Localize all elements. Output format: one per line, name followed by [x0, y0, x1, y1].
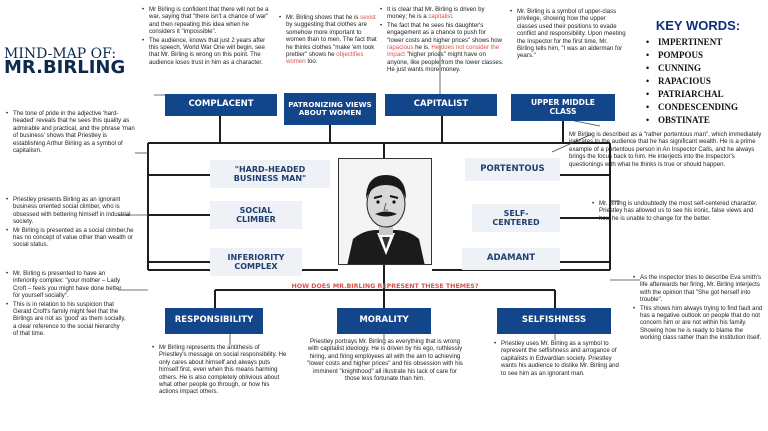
highlight-text: objectifies women — [286, 51, 364, 66]
box-hard-headed: "HARD-HEADED BUSINESS MAN" — [210, 160, 330, 188]
note-item: Mr. Birling shows that he is sexist by s… — [279, 14, 379, 66]
note-adamant: As the inspector tries to describe Eva s… — [633, 274, 763, 343]
box-portentous: PORTENTOUS — [465, 158, 560, 181]
note-item: It is clear that Mr. Birling is driven b… — [380, 6, 504, 21]
note-item: The fact that he sees his daughter's eng… — [380, 22, 504, 74]
box-complacent: COMPLACENT — [165, 94, 277, 116]
box-self-centered: SELF-CENTERED — [472, 204, 560, 232]
box-selfishness: SELFISHNESS — [497, 308, 611, 334]
note-morality: Priestley portrays Mr. Birling as everyt… — [306, 338, 464, 383]
note-inferiority-complex: Mr. Birling is presented to have an infe… — [6, 270, 126, 339]
box-responsibility: RESPONSIBILITY — [165, 308, 263, 334]
note-item: Mr. Birling is a symbol of upper-class p… — [510, 8, 626, 60]
note-item: This is in relation to his suspicion tha… — [6, 301, 126, 338]
box-patronizing-views: PATRONIZING VIEWS ABOUT WOMEN — [284, 93, 376, 125]
key-word: CUNNING — [644, 62, 768, 75]
box-adamant: ADAMANT — [462, 248, 560, 270]
note-text: The fact that he sees his daughter's eng… — [387, 21, 503, 44]
note-item: Priestley presents Birling as an ignoran… — [6, 196, 138, 226]
note-item: Mr Birling represents the antithesis of … — [152, 344, 288, 396]
note-upper-middle-class: Mr. Birling is a symbol of upper-class p… — [510, 8, 626, 61]
note-item: The tone of pride in the adjective 'hard… — [6, 110, 138, 154]
key-word: RAPACIOUS — [644, 75, 768, 88]
note-text: . — [452, 13, 454, 21]
note-item: Mr Birling is presented as a social clim… — [6, 227, 138, 249]
note-item: Mr. Birling is presented to have an infe… — [6, 270, 126, 300]
note-text: he is. — [413, 44, 432, 52]
note-item: The audience, knows that just 2 years af… — [142, 37, 274, 67]
key-word: IMPERTINENT — [644, 36, 768, 49]
box-social-climber: SOCIAL CLIMBER — [210, 201, 302, 229]
note-item: Mr Birling is confident that there will … — [142, 6, 274, 36]
note-responsibility: Mr Birling represents the antithesis of … — [152, 344, 288, 397]
key-word: PATRIARCHAL — [644, 88, 768, 101]
note-item: Priestley uses Mr. Birling as a symbol t… — [494, 340, 624, 377]
portrait-illustration — [338, 158, 432, 265]
note-self-centered: Mr. Birling is undoubtedly the most self… — [592, 200, 762, 223]
note-portentous: Mr Birling is described as a "rather por… — [562, 131, 762, 169]
note-text: Mr. Birling shows that he is — [286, 14, 361, 21]
highlight-text: capitalist — [428, 13, 453, 21]
note-item: Mr. Birling is undoubtedly the most self… — [592, 200, 762, 222]
note-item: As the inspector tries to describe Eva s… — [633, 274, 763, 304]
note-complacent: Mr Birling is confident that there will … — [142, 6, 274, 67]
central-question: HOW DOES MR.BIRLING REPRESENT THESE THEM… — [291, 283, 479, 290]
note-text: by suggesting that clothes are somehow m… — [286, 21, 377, 59]
note-social-climber: Priestley presents Birling as an ignoran… — [6, 196, 138, 250]
key-word: OBSTINATE — [644, 114, 768, 127]
note-selfishness: Priestley uses Mr. Birling as a symbol t… — [494, 340, 624, 378]
note-text: too. — [305, 58, 318, 66]
note-item: Priestley portrays Mr. Birling as everyt… — [307, 338, 463, 383]
highlight-text: sexist — [360, 14, 376, 21]
map-title-line1: MIND-MAP OF: — [4, 46, 117, 62]
box-inferiority-complex: INFERIORITY COMPLEX — [210, 248, 302, 276]
map-title-line2: MR.BIRLING — [4, 57, 126, 78]
box-upper-middle-class: UPPER MIDDLE CLASS — [511, 94, 615, 121]
note-item: Mr Birling is described as a "rather por… — [562, 131, 762, 168]
note-hard-headed: The tone of pride in the adjective 'hard… — [6, 110, 138, 155]
key-word: POMPOUS — [644, 49, 768, 62]
key-words-title: KEY WORDS: — [655, 18, 741, 33]
note-text: "higher prices" might have on anyone, li… — [387, 51, 504, 74]
highlight-text: rapacious — [387, 44, 414, 52]
key-word: CONDESCENDING — [644, 101, 768, 114]
note-capitalist: It is clear that Mr. Birling is driven b… — [380, 6, 504, 75]
note-item: This shows him always trying to find fau… — [633, 305, 763, 342]
highlight-text: He does not consider the impact — [387, 44, 500, 59]
box-capitalist: CAPITALIST — [385, 94, 497, 116]
note-patronizing: Mr. Birling shows that he is sexist by s… — [279, 14, 379, 67]
key-words-list: IMPERTINENT POMPOUS CUNNING RAPACIOUS PA… — [644, 36, 768, 127]
box-morality: MORALITY — [337, 308, 431, 334]
note-text: It is clear that Mr. Birling is driven b… — [387, 6, 485, 21]
